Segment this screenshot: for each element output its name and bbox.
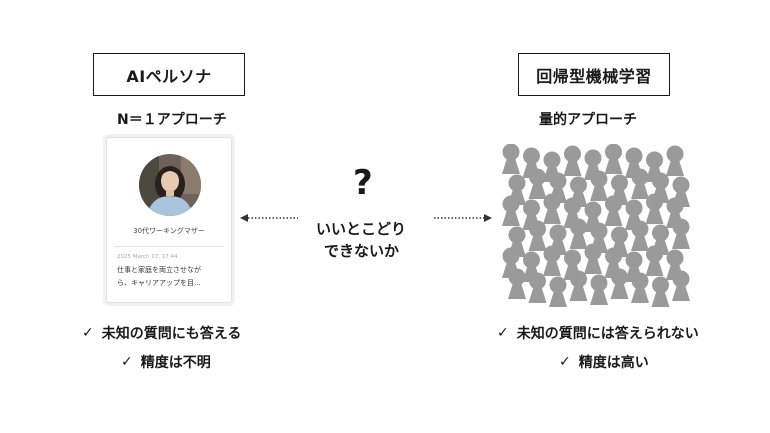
arrow-right-icon — [434, 214, 492, 222]
person-icon — [645, 245, 664, 276]
right-check-1: ✓ 未知の質問には答えられない — [497, 323, 699, 343]
person-icon — [569, 270, 588, 301]
persona-photo — [139, 154, 201, 216]
person-icon — [651, 276, 670, 307]
right-title: 回帰型機械学習 — [536, 66, 652, 86]
check-icon: ✓ — [497, 325, 509, 341]
left-title: AIペルソナ — [126, 66, 212, 86]
person-icon — [502, 144, 520, 174]
card-date: 2025 March 17, 17:44 — [117, 254, 178, 260]
check-icon: ✓ — [559, 354, 571, 370]
person-icon — [604, 195, 623, 226]
left-check-2: ✓ 精度は不明 — [121, 352, 211, 372]
card-role-label: 30代ワーキングマザー — [133, 227, 205, 235]
person-icon — [631, 272, 649, 303]
person-icon — [528, 272, 547, 303]
person-icon — [528, 168, 547, 199]
right-subtitle: 量的アプローチ — [539, 112, 637, 128]
persona-card: 30代ワーキングマザー 2025 March 17, 17:44 仕事と家庭を両… — [106, 137, 232, 303]
left-check-1-text: 未知の質問にも答える — [101, 326, 242, 342]
person-icon — [590, 274, 608, 305]
check-icon: ✓ — [121, 354, 133, 370]
check-icon: ✓ — [82, 325, 94, 341]
person-icon — [590, 170, 608, 201]
card-divider — [114, 246, 224, 247]
person-icon — [645, 193, 664, 224]
right-check-2: ✓ 精度は高い — [559, 352, 649, 372]
person-icon — [543, 245, 561, 276]
arrow-left-icon — [240, 214, 298, 222]
person-icon — [508, 268, 526, 299]
person-icon — [666, 145, 684, 176]
card-description-line-1: 仕事と家庭を両立させなが — [117, 266, 201, 274]
person-icon — [672, 218, 690, 249]
person-icon — [563, 145, 582, 176]
avatar — [139, 154, 201, 216]
person-icon — [584, 243, 602, 274]
right-check-1-text: 未知の質問には答えられない — [516, 326, 699, 342]
person-icon — [528, 220, 547, 251]
center-text-line-1: いいとこどり — [316, 220, 407, 238]
left-check-2-text: 精度は不明 — [140, 355, 211, 371]
center-text-line-2: できないか — [324, 242, 400, 260]
person-icon — [645, 151, 664, 182]
person-icon — [604, 247, 623, 278]
person-icon — [502, 195, 520, 226]
person-icon — [610, 268, 629, 299]
person-icon — [569, 218, 588, 249]
person-icon — [604, 144, 623, 174]
person-icon — [631, 220, 649, 251]
person-icon — [549, 276, 567, 307]
card-description-line-2: ら、キャリアアップを目... — [117, 279, 201, 287]
person-icon — [543, 193, 561, 224]
right-check-2-text: 精度は高い — [578, 355, 649, 371]
question-mark: ? — [353, 163, 373, 203]
right-title-box: 回帰型機械学習 — [518, 53, 670, 96]
left-title-box: AIペルソナ — [93, 53, 245, 96]
left-check-1: ✓ 未知の質問にも答える — [82, 323, 241, 343]
person-icon — [672, 270, 690, 301]
crowd-people-icons — [502, 144, 690, 307]
left-subtitle: N＝１アプローチ — [117, 112, 227, 128]
person-icon — [631, 168, 649, 199]
